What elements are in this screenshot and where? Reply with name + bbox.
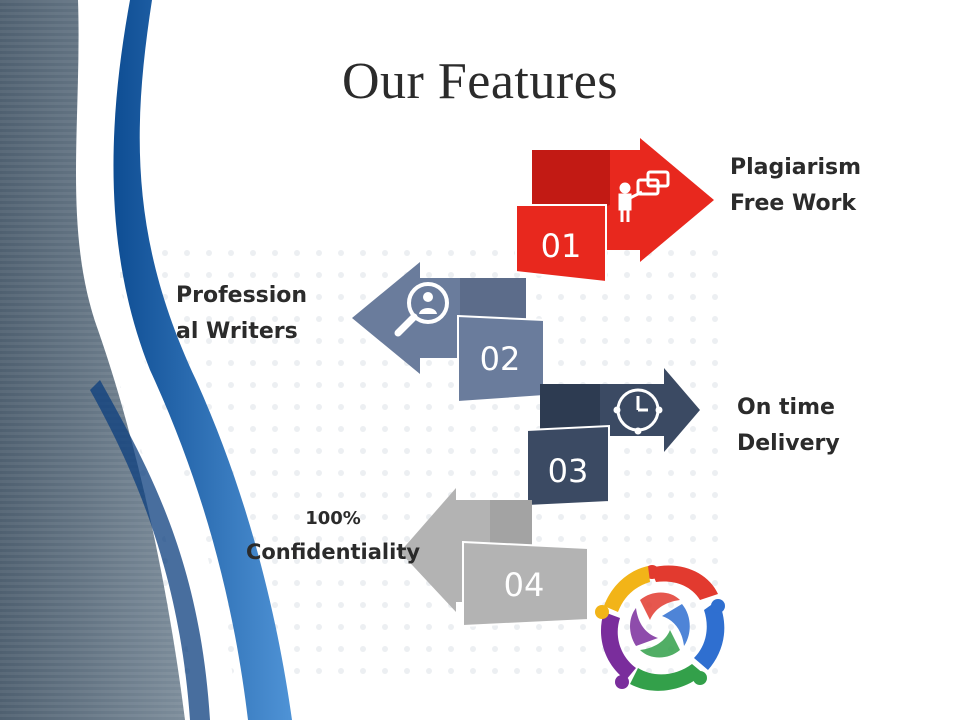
feature-step-03: 03 — [526, 368, 700, 508]
clock-icon — [613, 388, 663, 435]
feature-label-03-line2: Delivery — [737, 431, 840, 456]
white-swoosh — [87, 0, 241, 720]
community-logo — [595, 565, 725, 691]
feature-label-03: On time Delivery — [737, 390, 840, 462]
blue-swoosh — [113, 0, 292, 720]
magnifier-person-icon — [394, 282, 449, 337]
feature-label-04-line1: 100% — [305, 508, 361, 529]
feature-label-02-line2: al Writers — [176, 319, 298, 344]
feature-label-01-line2: Free Work — [730, 191, 857, 216]
feature-step-02: 02 — [352, 262, 545, 404]
number-tab-01 — [515, 204, 607, 284]
feature-number-04: 04 — [504, 566, 545, 604]
feature-step-04: 04 — [400, 488, 589, 628]
feature-label-01-line1: Plagiarism — [730, 155, 862, 180]
number-tab-03 — [526, 424, 610, 508]
feature-label-02-line1: Profession — [176, 283, 308, 308]
feature-label-03-line1: On time — [737, 395, 835, 420]
feature-label-01: Plagiarism Free Work — [730, 150, 861, 222]
number-tab-04 — [462, 540, 589, 628]
feature-label-04-line2: Confidentiality — [245, 540, 421, 564]
feature-number-01: 01 — [541, 227, 582, 265]
slide-title: Our Features — [341, 53, 619, 110]
feature-number-03: 03 — [548, 452, 589, 490]
feature-label-04: 100% Confidentiality — [228, 504, 438, 570]
feature-label-02: Profession al Writers — [176, 278, 307, 350]
feature-number-02: 02 — [480, 340, 521, 378]
presenter-icon — [618, 170, 670, 222]
feature-step-01: 01 — [515, 138, 714, 284]
